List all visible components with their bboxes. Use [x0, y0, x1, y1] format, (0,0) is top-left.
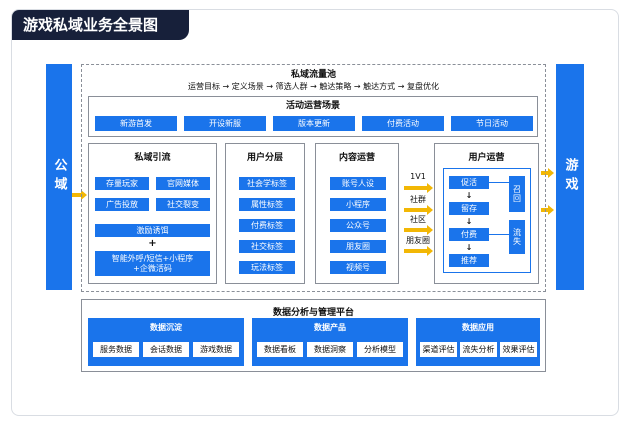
- private-pool-container: [81, 64, 546, 292]
- data-effect-eval: 效果评估: [500, 342, 537, 357]
- data-group-application-title: 数据应用: [462, 323, 494, 332]
- content-mini-program: 小程序: [330, 198, 386, 211]
- tag-social: 社交标签: [239, 240, 295, 253]
- flow-arrow-3: ↓: [465, 243, 473, 252]
- data-game: 游戏数据: [193, 342, 239, 357]
- layering-title: 用户分层: [246, 153, 283, 163]
- churn-recall-connector: [489, 182, 509, 235]
- tag-gameplay: 玩法标签: [239, 261, 295, 274]
- activity-paid-event: 付费活动: [362, 116, 444, 131]
- data-platform-title: 数据分析与管理平台: [272, 308, 354, 318]
- data-insight: 数据洞察: [307, 342, 353, 357]
- content-video-channel: 视频号: [330, 261, 386, 274]
- tag-sociological: 社会学标签: [239, 177, 295, 190]
- content-moments: 朋友圈: [330, 240, 386, 253]
- flow-arrow-2: ↓: [465, 217, 473, 226]
- traffic-channels: 智能外呼/短信+小程序 +企微活码: [95, 251, 210, 276]
- content-official-account: 公众号: [330, 219, 386, 232]
- activity-new-game: 新游首发: [95, 116, 177, 131]
- flow-activation: 促活: [449, 176, 489, 189]
- connector-label-1v1: 1V1: [410, 172, 426, 181]
- connector-label-moments: 朋友圈: [406, 236, 430, 245]
- user-ops-inner: [443, 168, 531, 273]
- connector-arrow-group: [404, 205, 434, 215]
- data-service: 服务数据: [93, 342, 139, 357]
- traffic-official-media: 官网媒体: [156, 177, 210, 190]
- connector-label-community: 社区: [410, 215, 426, 224]
- traffic-ads: 广告投放: [95, 198, 149, 211]
- traffic-title: 私域引流: [134, 153, 171, 163]
- operation-flow: 运营目标 → 定义场景 → 筛选人群 → 触达策略 → 触达方式 → 复盘优化: [188, 82, 439, 91]
- tag-payment: 付费标签: [239, 219, 295, 232]
- layering-box: [225, 143, 305, 284]
- data-group-products-title: 数据产品: [314, 323, 346, 332]
- data-churn-analysis: 流失分析: [460, 342, 497, 357]
- private-pool-title: 私域流量池: [290, 70, 336, 80]
- flow-recall: 召回: [509, 176, 525, 212]
- tag-attribute: 属性标签: [239, 198, 295, 211]
- flow-referral: 推荐: [449, 254, 489, 267]
- traffic-social-fission: 社交裂变: [156, 198, 210, 211]
- page-title: 游戏私域业务全景图: [12, 10, 189, 40]
- data-session: 会话数据: [143, 342, 189, 357]
- traffic-plus: +: [148, 238, 157, 249]
- content-title: 内容运营: [338, 153, 375, 163]
- data-model: 分析模型: [357, 342, 403, 357]
- data-channel-eval: 渠道评估: [420, 342, 457, 357]
- flow-arrow-1: ↓: [465, 191, 473, 200]
- data-group-settlement-title: 数据沉淀: [150, 323, 182, 332]
- activity-holiday-event: 节日活动: [451, 116, 533, 131]
- flow-churn: 流失: [509, 220, 525, 254]
- data-dashboard: 数据看板: [257, 342, 303, 357]
- content-account-persona: 账号人设: [330, 177, 386, 190]
- flow-payment: 付费: [449, 228, 489, 241]
- activity-scenes-title: 活动运营场景: [285, 101, 340, 111]
- traffic-existing-players: 存量玩家: [95, 177, 149, 190]
- activity-new-server: 开设新服: [184, 116, 266, 131]
- game-bar: 游戏: [556, 64, 584, 290]
- arrow-public-to-pool: [72, 190, 88, 200]
- connector-arrow-1v1: [404, 183, 434, 193]
- public-domain-bar: 公域: [46, 64, 72, 290]
- activity-version-update: 版本更新: [273, 116, 355, 131]
- flow-retention: 留存: [449, 202, 489, 215]
- connector-label-group: 社群: [410, 195, 426, 204]
- user-ops-title: 用户运营: [468, 153, 505, 163]
- traffic-incentive: 激励诱饵: [95, 224, 210, 237]
- connector-arrow-moments: [404, 246, 434, 256]
- connector-arrow-community: [404, 225, 434, 235]
- content-box: [315, 143, 399, 284]
